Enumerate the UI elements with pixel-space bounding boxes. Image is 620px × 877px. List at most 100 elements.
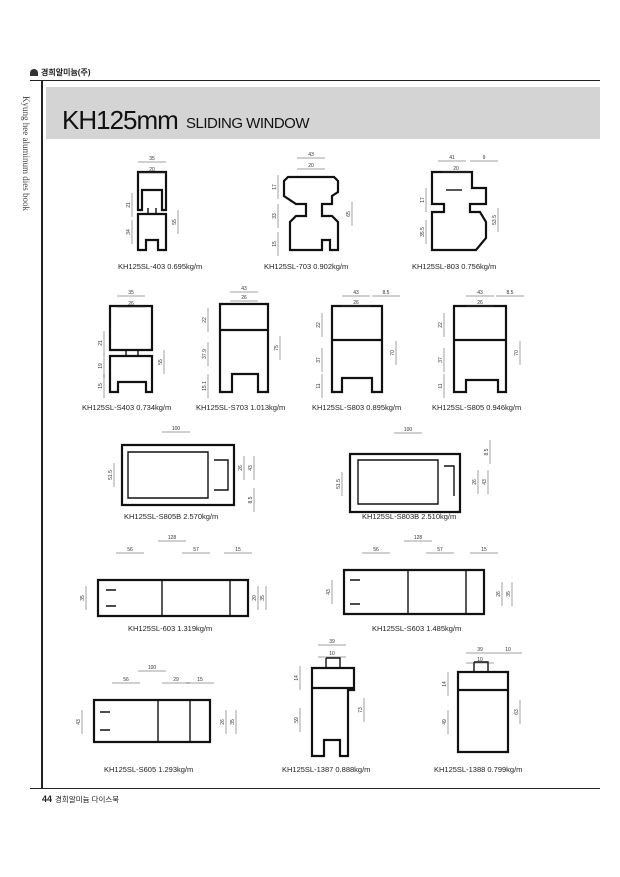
dimension-label: 100 — [148, 665, 157, 671]
dimension-label: 35 — [506, 591, 512, 597]
dimension-label: 22 — [438, 322, 444, 328]
dimension-label: 39 — [477, 647, 483, 653]
dimension-label: 15 — [481, 547, 487, 553]
profile-drawing-403 — [136, 170, 168, 252]
dimension-label: 41 — [449, 155, 455, 161]
caption-s703: KH125SL-S703 1.013kg/m — [196, 403, 286, 412]
page-title: KH125mm — [62, 105, 179, 135]
dimension-label: 73 — [358, 707, 364, 713]
dimension-label: 26 — [353, 300, 359, 306]
dimension-label: 26 — [477, 300, 483, 306]
dimension-label: 70 — [390, 350, 396, 356]
profile-drawing-1387 — [310, 657, 356, 758]
dimension-label: 17 — [420, 197, 426, 203]
profile-drawing-s805b — [120, 443, 236, 507]
dimension-label: 22 — [316, 322, 322, 328]
dimension-label: 63 — [514, 709, 520, 715]
profile-drawing-603 — [96, 578, 250, 618]
caption-403: KH125SL-403 0.695kg/m — [118, 262, 203, 271]
dimension-label: 43 — [477, 290, 483, 296]
dimension-label: 10 — [477, 657, 483, 663]
dimension-label: 35 — [128, 290, 134, 296]
side-rule — [41, 80, 43, 788]
profile-drawing-1388 — [456, 661, 510, 754]
company-label: 경희알미늄(주) — [41, 68, 91, 77]
caption-603: KH125SL-603 1.319kg/m — [128, 624, 213, 633]
dimension-label: 14 — [442, 681, 448, 687]
dimension-label: 56 — [127, 547, 133, 553]
dimension-label: 11 — [438, 383, 444, 388]
dimension-label: 10 — [329, 651, 335, 657]
dimension-label: 43 — [482, 479, 488, 485]
dimension-label: 43 — [353, 290, 359, 296]
dimension-label: 35.5 — [420, 227, 426, 237]
dimension-label: 37 — [316, 357, 322, 363]
dimension-label: 43 — [76, 719, 82, 725]
page-subtitle: SLIDING WINDOW — [186, 115, 310, 132]
dimension-label: 26 — [496, 591, 502, 597]
dimension-label: 56 — [373, 547, 379, 553]
dimension-label: 49 — [442, 719, 448, 725]
dimension-label: 21 — [98, 340, 104, 346]
dimension-label: 21 — [126, 202, 132, 208]
dimension-label: 33 — [272, 213, 278, 219]
dimension-label: 11 — [316, 383, 322, 388]
footer-book-title: 경희알미늄 다이스북 — [55, 795, 120, 804]
top-rule — [30, 80, 600, 81]
dimension-label: 43 — [326, 589, 332, 595]
dimension-label: 100 — [172, 426, 181, 432]
dimension-label: 55 — [158, 359, 164, 365]
caption-s805b: KH125SL-S805B 2.570kg/m — [124, 512, 219, 521]
dimension-label: 43 — [241, 286, 247, 292]
dimension-label: 9 — [483, 155, 486, 161]
dimension-label: 26 — [472, 479, 478, 485]
caption-s603: KH125SL-S603 1.485kg/m — [372, 624, 462, 633]
dimension-label: 37 — [438, 357, 444, 363]
dimension-label: 75 — [274, 345, 280, 351]
dimension-label: 20 — [453, 166, 459, 172]
dimension-label: 29 — [173, 677, 179, 683]
caption-803: KH125SL-803 0.756kg/m — [412, 262, 497, 271]
dimension-label: 53.5 — [492, 215, 498, 225]
dimension-label: 26 — [241, 295, 247, 301]
profile-drawing-s403 — [108, 304, 154, 394]
dimension-label: 19 — [98, 363, 104, 369]
dimension-label: 51.5 — [336, 479, 342, 489]
dimension-label: 20 — [252, 595, 258, 601]
profile-drawing-s703 — [218, 302, 270, 394]
dimension-label: 39 — [329, 639, 335, 645]
dimension-label: 20 — [308, 163, 314, 169]
dimension-label: 55 — [172, 219, 178, 225]
company-logo-icon — [30, 69, 38, 76]
dimension-label: 59 — [294, 717, 300, 723]
dimension-label: 8.5 — [248, 496, 254, 503]
dimension-label: 22 — [202, 317, 208, 323]
profile-drawing-s805 — [452, 304, 508, 394]
title-bar — [46, 87, 600, 139]
page-number: 44 — [42, 794, 53, 804]
dimension-label: 15 — [272, 241, 278, 247]
dimension-label: 26 — [128, 301, 134, 307]
dimension-label: 100 — [404, 427, 413, 433]
profile-drawing-s803 — [330, 304, 384, 394]
profile-drawing-703 — [282, 175, 340, 252]
dimension-label: 15 — [235, 547, 241, 553]
dimension-label: 34 — [126, 229, 132, 235]
company-name: 경희알미늄(주) — [30, 67, 91, 78]
caption-s403: KH125SL-S403 0.734kg/m — [82, 403, 172, 412]
dimension-label: 20 — [149, 167, 155, 173]
dimension-label: 35 — [230, 719, 236, 725]
bottom-rule — [30, 788, 600, 789]
dimension-label: 51.5 — [108, 470, 114, 480]
dimension-label: 70 — [514, 350, 520, 356]
dimension-label: 17 — [272, 184, 278, 190]
caption-s803: KH125SL-S803 0.895kg/m — [312, 403, 402, 412]
dimension-label: 14 — [294, 675, 300, 681]
caption-s605: KH125SL-S605 1.293kg/m — [104, 765, 194, 774]
caption-s803b: KH125SL-S803B 2.510kg/m — [362, 512, 457, 521]
dimension-label: 15.1 — [202, 381, 208, 391]
dimension-label: 10 — [505, 647, 511, 653]
